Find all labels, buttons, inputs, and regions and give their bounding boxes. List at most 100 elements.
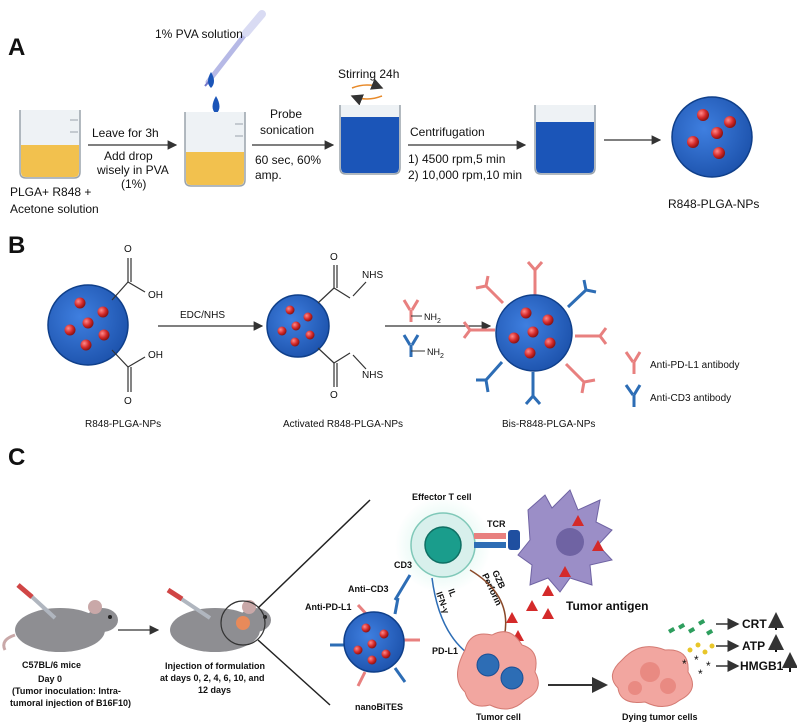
- product-label: R848-PLGA-NPs: [668, 197, 759, 211]
- carboxyl-top: [111, 258, 146, 301]
- np3-label: Bis-R848-PLGA-NPs: [502, 419, 595, 430]
- legend-cd3-antibody-icon: [624, 384, 642, 407]
- tumor-antigen-label: Tumor antigen: [566, 599, 648, 613]
- legend-pd-antibody-icon: [624, 351, 642, 374]
- cd3-linker: [393, 574, 412, 601]
- mouse1-line1: C57BL/6 mice: [22, 660, 81, 670]
- svg-text:*: *: [682, 657, 687, 671]
- np-bispecific: [462, 261, 608, 405]
- crt-marks: [667, 619, 714, 636]
- mouse1-line2: Day 0: [38, 674, 62, 684]
- nhs-ester-bottom: [317, 347, 367, 387]
- step2-line1: Probe: [270, 107, 302, 121]
- mouse2-line3: 12 days: [198, 685, 231, 695]
- il-label: IL: [446, 587, 458, 598]
- step2-line3: 60 sec, 60%: [255, 153, 321, 167]
- start-label-2: Acetone solution: [10, 202, 99, 216]
- step3-top: Centrifugation: [410, 125, 485, 139]
- legend-pd-label: Anti-PD-L1 antibody: [650, 360, 740, 371]
- beaker-pva: [184, 112, 246, 187]
- drop-icon: [208, 72, 214, 88]
- beaker-stirring: [339, 105, 401, 175]
- tcr-label: TCR: [487, 519, 506, 529]
- panel-a-letter: A: [8, 34, 25, 61]
- oh-top: OH: [148, 290, 163, 301]
- nh2-2-sub: 2: [440, 353, 444, 360]
- stir-icon: [350, 94, 383, 106]
- pva-label: 1% PVA solution: [155, 27, 243, 41]
- anti-cd3-label: Anti–CD3: [348, 584, 389, 594]
- reagent-label: EDC/NHS: [180, 310, 225, 321]
- hmgb1-marks: * * * *: [682, 653, 711, 681]
- nanobites-particle: [330, 597, 420, 687]
- step1-line3: (1%): [121, 177, 146, 191]
- nh2-1-sub: 2: [437, 318, 441, 325]
- dying-tumor-cells: [611, 646, 693, 707]
- svg-text:*: *: [698, 667, 703, 681]
- panel-a: A PLGA+ R848 + Acetone solution Leave fo…: [8, 10, 759, 216]
- mouse1-line4: tumoral injection of B16F10): [10, 698, 131, 708]
- tcell-nucleus: [424, 526, 462, 564]
- nh2-1: NH: [424, 312, 437, 322]
- o-top: O: [124, 244, 132, 255]
- legend-cd3-label: Anti-CD3 antibody: [650, 393, 731, 404]
- panel-c: C C57BL/6 mice Day 0 (Tumor inoculation:…: [2, 444, 797, 722]
- np-plain: [47, 284, 129, 366]
- step2-line4: amp.: [255, 168, 282, 182]
- tcr-complex: [474, 530, 520, 550]
- step3-line1: 1) 4500 rpm,5 min: [408, 152, 505, 166]
- drop-icon: [212, 96, 220, 114]
- nhs-bottom: NHS: [362, 370, 383, 381]
- beaker-centrifuged: [534, 105, 596, 175]
- nanobites-label: nanoBiTES: [355, 702, 403, 712]
- nhs-ester-top: [317, 265, 367, 304]
- o-top-2: O: [330, 252, 338, 263]
- mouse1-line3: (Tumor inoculation: Intra-: [12, 686, 121, 696]
- zoom-line: [257, 639, 331, 706]
- pdl1-label: PD-L1: [432, 646, 458, 656]
- stir-icon: [351, 78, 384, 90]
- svg-text:*: *: [706, 659, 711, 673]
- hmgb1-label: HMGB1: [740, 659, 784, 673]
- pd-antibody-reagent: [402, 299, 422, 322]
- tumor-cell: [457, 631, 539, 710]
- panel-b-letter: B: [8, 232, 25, 259]
- start-label-1: PLGA+ R848 +: [10, 185, 91, 199]
- panel-b: B O OH OH O R848-PLGA-NPs: [8, 232, 740, 430]
- dying-label: Dying tumor cells: [622, 712, 698, 722]
- apc-cell: [517, 489, 613, 593]
- tumor-cell-label: Tumor cell: [476, 712, 521, 722]
- step3-line2: 2) 10,000 rpm,10 min: [408, 168, 522, 182]
- atp-label: ATP: [742, 639, 765, 653]
- carboxyl-bottom: [111, 349, 146, 392]
- np-activated: [266, 294, 330, 358]
- svg-text:*: *: [694, 653, 699, 667]
- crt-label: CRT: [742, 617, 767, 631]
- mouse2-line2: at days 0, 2, 4, 6, 10, and: [160, 673, 265, 683]
- mouse2-line1: Injection of formulation: [165, 661, 265, 671]
- effector-label: Effector T cell: [412, 492, 472, 502]
- step1-line1: Add drop: [104, 149, 153, 163]
- nanoparticle-product: [671, 96, 753, 178]
- np1-label: R848-PLGA-NPs: [85, 419, 161, 430]
- pipette-icon: [204, 10, 266, 87]
- atp-marks: [687, 642, 715, 655]
- step1-top: Leave for 3h: [92, 126, 159, 140]
- oh-bottom: OH: [148, 350, 163, 361]
- step2-line2: sonication: [260, 123, 314, 137]
- o-bottom-2: O: [330, 390, 338, 401]
- np2-label: Activated R848-PLGA-NPs: [283, 419, 403, 430]
- cd3-antibody-reagent: [402, 334, 425, 357]
- nhs-top: NHS: [362, 270, 383, 281]
- beaker-plga: [19, 110, 81, 179]
- mouse-treated-icon: [166, 587, 271, 652]
- anti-pdl1-label: Anti-PD-L1: [305, 602, 352, 612]
- step1-line2: wisely in PVA: [96, 163, 169, 177]
- cd3-label: CD3: [394, 560, 412, 570]
- zoom-line: [257, 499, 371, 609]
- mouse-icon: [2, 583, 118, 652]
- o-bottom: O: [124, 396, 132, 407]
- panel-c-letter: C: [8, 444, 25, 471]
- stirring-label: Stirring 24h: [338, 67, 399, 81]
